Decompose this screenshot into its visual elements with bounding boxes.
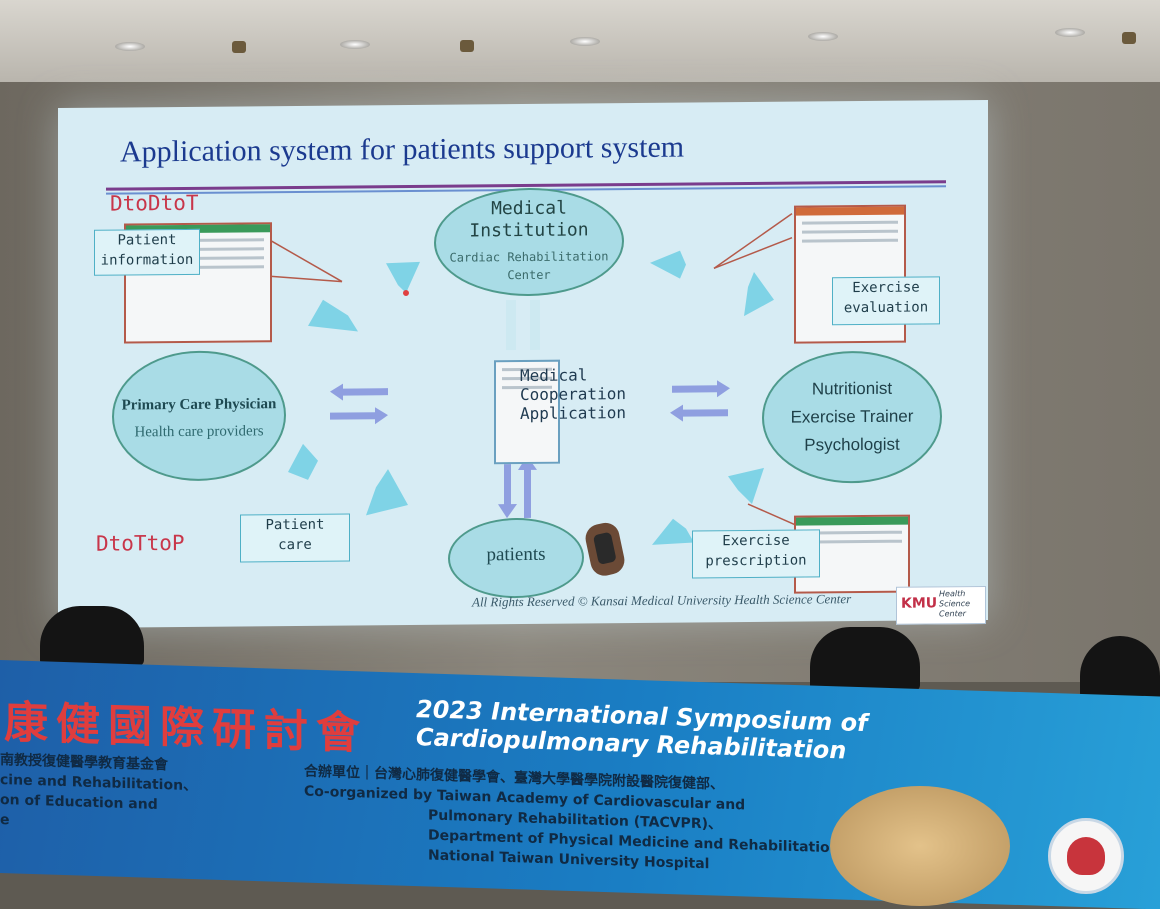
laser-dot — [403, 290, 409, 297]
banner-english-title: 2023 International Symposium of Cardiopu… — [416, 695, 868, 765]
box-patient-care: Patient care — [240, 513, 350, 563]
heart-emblem-icon — [1048, 818, 1124, 894]
patient-care-line1: Patient — [265, 516, 325, 534]
ceiling-fixture — [460, 40, 474, 52]
medical-institution-line3: Cardiac Rehabilitation — [449, 249, 609, 265]
ceiling-light — [1055, 28, 1085, 37]
cooperation-app-line3: Application — [520, 403, 626, 424]
cooperation-app-line1: Medical — [520, 365, 588, 386]
ceiling-light — [340, 40, 370, 49]
ceiling-light — [570, 37, 600, 46]
ceiling-light — [115, 42, 145, 51]
chair-back — [1080, 636, 1160, 702]
box-exercise-prescription: Exercise prescription — [692, 529, 820, 579]
logo-text: Health Science Center — [939, 589, 970, 619]
medical-institution-line2: Institution — [469, 219, 589, 242]
heart-icon — [1067, 837, 1105, 875]
patient-care-line2: care — [278, 536, 312, 554]
arrow-bottom-left — [288, 443, 408, 516]
medical-institution-line1: Medical — [491, 197, 567, 220]
kmu-logo: KMU Health Science Center — [896, 585, 986, 625]
chair-back — [40, 606, 144, 666]
arrow-top-right — [650, 250, 774, 317]
ceiling — [0, 0, 1160, 82]
ceiling-fixture — [1122, 32, 1136, 44]
exercise-prescription-line1: Exercise — [722, 532, 790, 550]
patients-label: patients — [486, 543, 546, 566]
audience-head — [830, 786, 1010, 906]
projection-screen: Application system for patients support … — [58, 99, 988, 629]
ceiling-fixture — [232, 41, 246, 53]
faint-arrows — [506, 299, 540, 351]
patient-information-line1: Patient — [117, 232, 177, 249]
small-arrows — [330, 380, 730, 519]
patient-information-line2: information — [100, 251, 194, 269]
cooperation-app-line2: Cooperation — [520, 384, 626, 405]
banner-chinese-title-text: 康健國際研討會 — [4, 697, 368, 760]
logo-line1: Health — [939, 589, 966, 599]
chair-back — [810, 627, 920, 691]
primary-care-line1: Primary Care Physician — [121, 396, 277, 414]
arrow-top-left — [308, 261, 420, 332]
cooperation-app-label: Medical Cooperation Application — [520, 365, 626, 423]
ceiling-light — [808, 32, 838, 41]
logo-mark: KMU — [901, 595, 938, 612]
exercise-evaluation-line1: Exercise — [852, 279, 920, 297]
banner-left-organizer: 南教授復健醫學教育基金會 cine and Rehabilitation、 on… — [0, 750, 197, 836]
double-arrows — [288, 250, 774, 545]
primary-care-line2: Health care providers — [134, 423, 264, 441]
team-line2: Exercise Trainer — [790, 406, 914, 427]
banner-co-organizers: 合辦單位｜台灣心肺復健醫學會、臺灣大學醫學院附設醫院復健部、 Co-organi… — [304, 762, 845, 879]
ellipse-medical-institution: Medical Institution Cardiac Rehabilitati… — [434, 187, 624, 297]
box-patient-information: Patient information — [94, 228, 200, 276]
copyright-notice: All Rights Reserved © Kansai Medical Uni… — [472, 591, 852, 610]
team-line3: Psychologist — [804, 434, 900, 455]
fitness-band-icon — [585, 522, 625, 576]
box-exercise-evaluation: Exercise evaluation — [832, 276, 940, 326]
logo-line3: Center — [939, 609, 966, 619]
medical-institution-line4: Center — [507, 267, 551, 283]
arrows-layer — [269, 213, 807, 576]
logo-line2: Science — [939, 599, 971, 609]
banner-chinese-title: 康健國際研討會 — [4, 686, 368, 761]
team-line1: Nutritionist — [811, 378, 893, 399]
exercise-evaluation-line2: evaluation — [843, 299, 929, 317]
arrow-bottom-right — [652, 467, 764, 545]
exercise-prescription-line2: prescription — [705, 552, 807, 570]
